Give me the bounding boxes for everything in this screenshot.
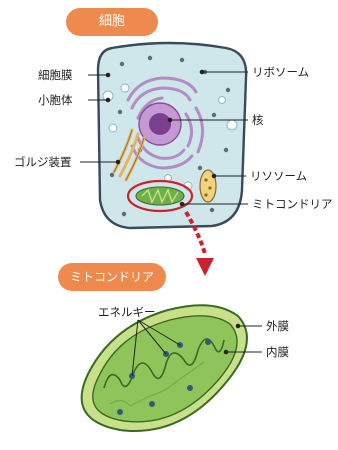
label-inner-membrane: 内膜 — [266, 345, 289, 359]
nucleolus — [149, 113, 171, 135]
label-ribosome: リボソーム — [252, 65, 309, 79]
label-outer-membrane: 外膜 — [266, 319, 289, 333]
label-golgi: ゴルジ装置 — [14, 155, 72, 169]
label-vesicle: 小胞体 — [38, 93, 73, 107]
label-mitochondria: ミトコンドリア — [252, 197, 333, 211]
label-cell-membrane: 細胞膜 — [38, 68, 73, 82]
label-nucleus: 核 — [252, 113, 264, 127]
label-energy: エネルギー — [98, 305, 156, 319]
cell — [98, 43, 246, 228]
mitochondria-large — [82, 305, 247, 431]
label-lysosome: リソソーム — [250, 169, 307, 183]
mito-title: ミトコンドリア — [58, 263, 166, 291]
